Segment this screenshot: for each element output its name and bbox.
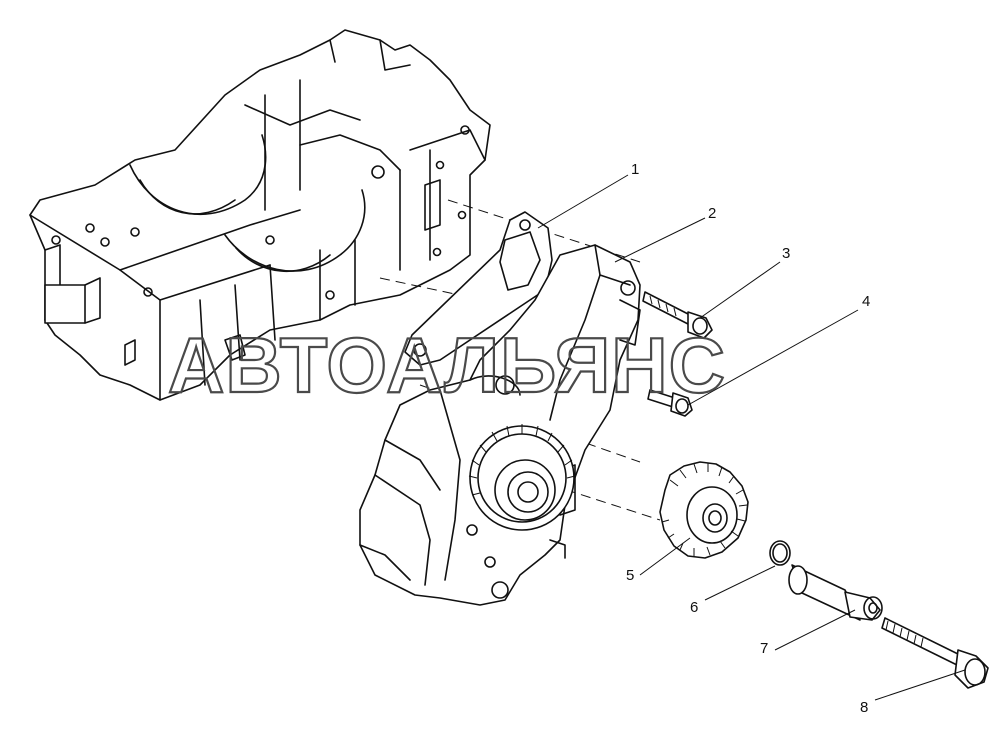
- oil-pump-housing-part-2: [359, 244, 641, 606]
- bolt-part-4: [647, 389, 693, 417]
- callout-label-2: 2: [708, 205, 716, 222]
- callout-label-4: 4: [862, 293, 870, 310]
- callout-label-8: 8: [860, 699, 868, 716]
- watermark-text: АВТОАЛЬЯНС: [168, 321, 726, 409]
- callout-label-1: 1: [631, 161, 639, 178]
- callout-labels: 1 2 3 4 5 6 7 8: [626, 161, 870, 716]
- gear-part-5: [659, 461, 749, 559]
- ring-part-6: [769, 540, 791, 566]
- callout-label-7: 7: [760, 640, 768, 657]
- callout-label-5: 5: [626, 567, 634, 584]
- gasket-part-1: [404, 211, 553, 366]
- callout-label-6: 6: [690, 599, 698, 616]
- engine-block: [29, 29, 491, 401]
- long-bolt-part-8: [881, 617, 989, 689]
- callout-leaders: [537, 174, 966, 701]
- shaft-part-7: [788, 564, 883, 621]
- callout-label-3: 3: [782, 245, 790, 262]
- bolt-part-3: [642, 291, 713, 339]
